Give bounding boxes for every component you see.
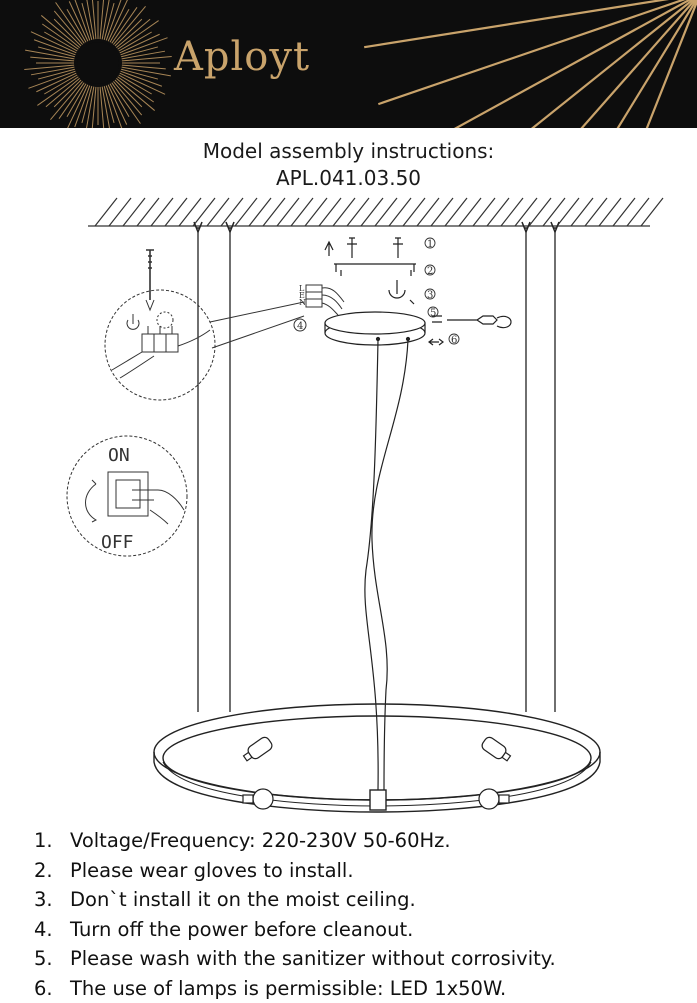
- sunburst-graphic: [0, 0, 697, 128]
- model-number: APL.041.03.50: [0, 166, 697, 190]
- suspension-cables: [194, 222, 559, 712]
- wiring-detail-callout: [105, 250, 304, 400]
- brand-logo: Aployt: [174, 34, 310, 80]
- list-item: 5.Please wash with the sanitizer without…: [34, 944, 556, 974]
- switch-on-label: ON: [108, 445, 130, 466]
- step-label-5: 5: [430, 308, 436, 319]
- list-item: 3.Don`t install it on the moist ceiling.: [34, 885, 556, 915]
- step-label-2: 2: [427, 266, 433, 277]
- page-title: Model assembly instructions:: [0, 139, 697, 163]
- sun-icon: [77, 42, 119, 84]
- assembly-diagram: 1 2 3 5 6 L E N 4 ON OFF: [0, 190, 697, 820]
- instructions-list: 1.Voltage/Frequency: 220-230V 50-60Hz. 2…: [34, 826, 556, 1003]
- list-item: 4.Turn off the power before cleanout.: [34, 915, 556, 945]
- step-label-4: 4: [297, 321, 303, 332]
- list-item: 1.Voltage/Frequency: 220-230V 50-60Hz.: [34, 826, 556, 856]
- ceiling-hatch: [88, 198, 663, 226]
- list-item: 2.Please wear gloves to install.: [34, 856, 556, 886]
- canopy-parts: [325, 238, 511, 345]
- step-label-6: 6: [451, 335, 457, 346]
- power-cable: [365, 340, 408, 790]
- switch-off-label: OFF: [101, 532, 134, 553]
- step-label-3: 3: [427, 290, 433, 301]
- header-banner: Aployt: [0, 0, 697, 128]
- step-label-1: 1: [427, 239, 433, 250]
- list-item: 6.The use of lamps is permissible: LED 1…: [34, 974, 556, 1003]
